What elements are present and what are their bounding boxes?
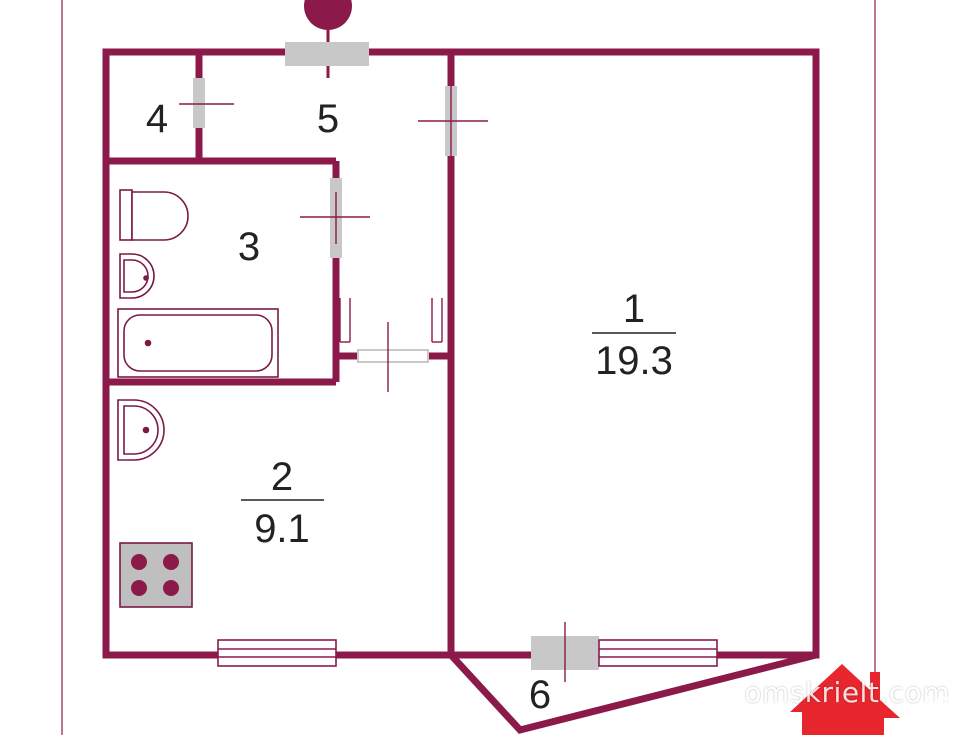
door-kitchen: [357, 349, 429, 363]
opening-ticks: [179, 80, 566, 682]
toilet-icon: [119, 189, 189, 241]
bathtub-icon: [117, 308, 279, 378]
watermark-text: omskrielt.com: [744, 676, 950, 709]
room-6-number: 6: [529, 673, 551, 717]
door-closet: [193, 78, 205, 128]
room-1-area: 19.3: [595, 339, 673, 383]
room-2-area: 9.1: [254, 507, 310, 551]
window-kitchen: [217, 639, 337, 667]
room-1-number: 1: [623, 287, 645, 331]
room-5-number: 5: [317, 97, 339, 141]
stove-icon: [119, 542, 193, 608]
entrance-door: [285, 42, 369, 66]
room-4-number: 4: [146, 97, 168, 141]
room-2-number: 2: [271, 455, 293, 499]
entrance-marker: [304, 0, 352, 78]
windows: [217, 639, 718, 667]
sink-icon-kitchen: [117, 399, 165, 461]
walls: [102, 48, 820, 734]
room-3-number: 3: [238, 225, 260, 269]
akula-logo-icon: [790, 664, 900, 735]
sink-icon-bathroom: [119, 253, 155, 299]
watermark-brand: АКУЛА: [924, 693, 968, 708]
window-room-1: [598, 639, 718, 667]
